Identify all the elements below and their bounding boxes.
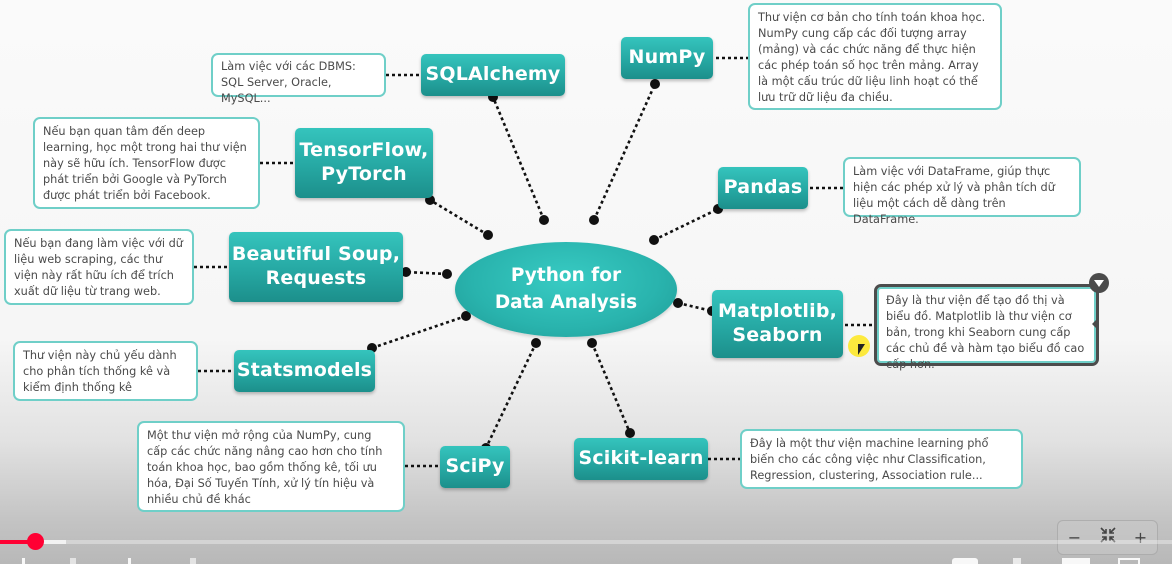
node-scikitlearn[interactable]: Scikit-learn: [574, 438, 708, 480]
connector-numpy: [592, 83, 657, 221]
anchor-dot: [673, 298, 683, 308]
connector-scikitlearn: [590, 342, 632, 434]
note-scipy[interactable]: Một thư viện mở rộng của NumPy, cung cấp…: [137, 421, 405, 512]
anchor-dot: [649, 235, 659, 245]
node-scipy[interactable]: SciPy: [440, 446, 510, 488]
connector-statsmodels: [371, 314, 467, 350]
note-sqlalchemy[interactable]: Làm việc với các DBMS: SQL Server, Oracl…: [211, 53, 386, 105]
video-progress-bar[interactable]: [0, 540, 1172, 544]
video-controls-bar: [0, 556, 1172, 564]
video-scrubber-handle[interactable]: [26, 533, 44, 550]
captions-icon[interactable]: [952, 558, 978, 564]
zoom-controls: − +: [1057, 520, 1158, 555]
next-icon[interactable]: [128, 558, 131, 564]
anchor-dot: [483, 230, 493, 240]
previous-icon[interactable]: [22, 558, 25, 564]
anchor-dot: [650, 79, 660, 89]
note-beautifulsoup[interactable]: Nếu bạn đang làm việc với dữ liệu web sc…: [4, 229, 194, 305]
node-matplotlib[interactable]: Matplotlib, Seaborn: [712, 290, 843, 358]
settings-icon[interactable]: [1013, 558, 1021, 564]
central-topic[interactable]: Python for Data Analysis: [455, 242, 677, 337]
note-numpy[interactable]: Thư viện cơ bản cho tính toán khoa học. …: [748, 3, 1002, 110]
node-beautifulsoup[interactable]: Beautiful Soup, Requests: [229, 232, 403, 302]
theater-mode-icon[interactable]: [1062, 558, 1090, 564]
note-matplotlib[interactable]: Đây là thư viện để tạo đồ thị và biểu đồ…: [874, 284, 1099, 371]
anchor-dot: [625, 428, 635, 438]
node-tensorflow[interactable]: TensorFlow, PyTorch: [295, 128, 433, 198]
note-statsmodels[interactable]: Thư viện này chủ yếu dành cho phân tích …: [13, 341, 198, 401]
connector-scipy: [484, 342, 538, 449]
collapse-icon[interactable]: [1089, 273, 1109, 293]
zoom-in-button[interactable]: +: [1133, 527, 1148, 547]
anchor-dot: [589, 215, 599, 225]
note-pandas[interactable]: Làm việc với DataFrame, giúp thực hiện c…: [843, 157, 1081, 226]
fit-to-screen-icon[interactable]: [1095, 526, 1121, 549]
anchor-dot: [442, 269, 452, 279]
node-statsmodels[interactable]: Statsmodels: [234, 350, 375, 392]
connector-beautifulsoup: [405, 270, 448, 276]
play-icon[interactable]: [70, 558, 76, 564]
cursor-icon: [858, 344, 865, 355]
node-sqlalchemy[interactable]: SQLAlchemy: [421, 54, 565, 96]
anchor-dot: [587, 338, 597, 348]
anchor-dot: [531, 338, 541, 348]
anchor-dot: [539, 215, 549, 225]
zoom-out-button[interactable]: −: [1067, 527, 1082, 547]
connector-sqlalchemy: [491, 96, 546, 221]
connector-pandas: [653, 207, 719, 242]
fullscreen-icon[interactable]: [1118, 558, 1140, 564]
connector-tensorflow: [429, 198, 489, 237]
note-handle-icon: [1092, 318, 1098, 330]
node-pandas[interactable]: Pandas: [718, 167, 808, 209]
video-played-bar: [0, 540, 36, 544]
note-scikitlearn[interactable]: Đây là một thư viện machine learning phổ…: [740, 429, 1023, 489]
node-numpy[interactable]: NumPy: [621, 37, 713, 79]
anchor-dot: [461, 311, 471, 321]
anchor-dot: [401, 267, 411, 277]
connector-matplotlib: [677, 301, 713, 313]
note-tensorflow[interactable]: Nếu bạn quan tâm đến deep learning, học …: [33, 117, 260, 209]
volume-icon[interactable]: [190, 558, 196, 564]
